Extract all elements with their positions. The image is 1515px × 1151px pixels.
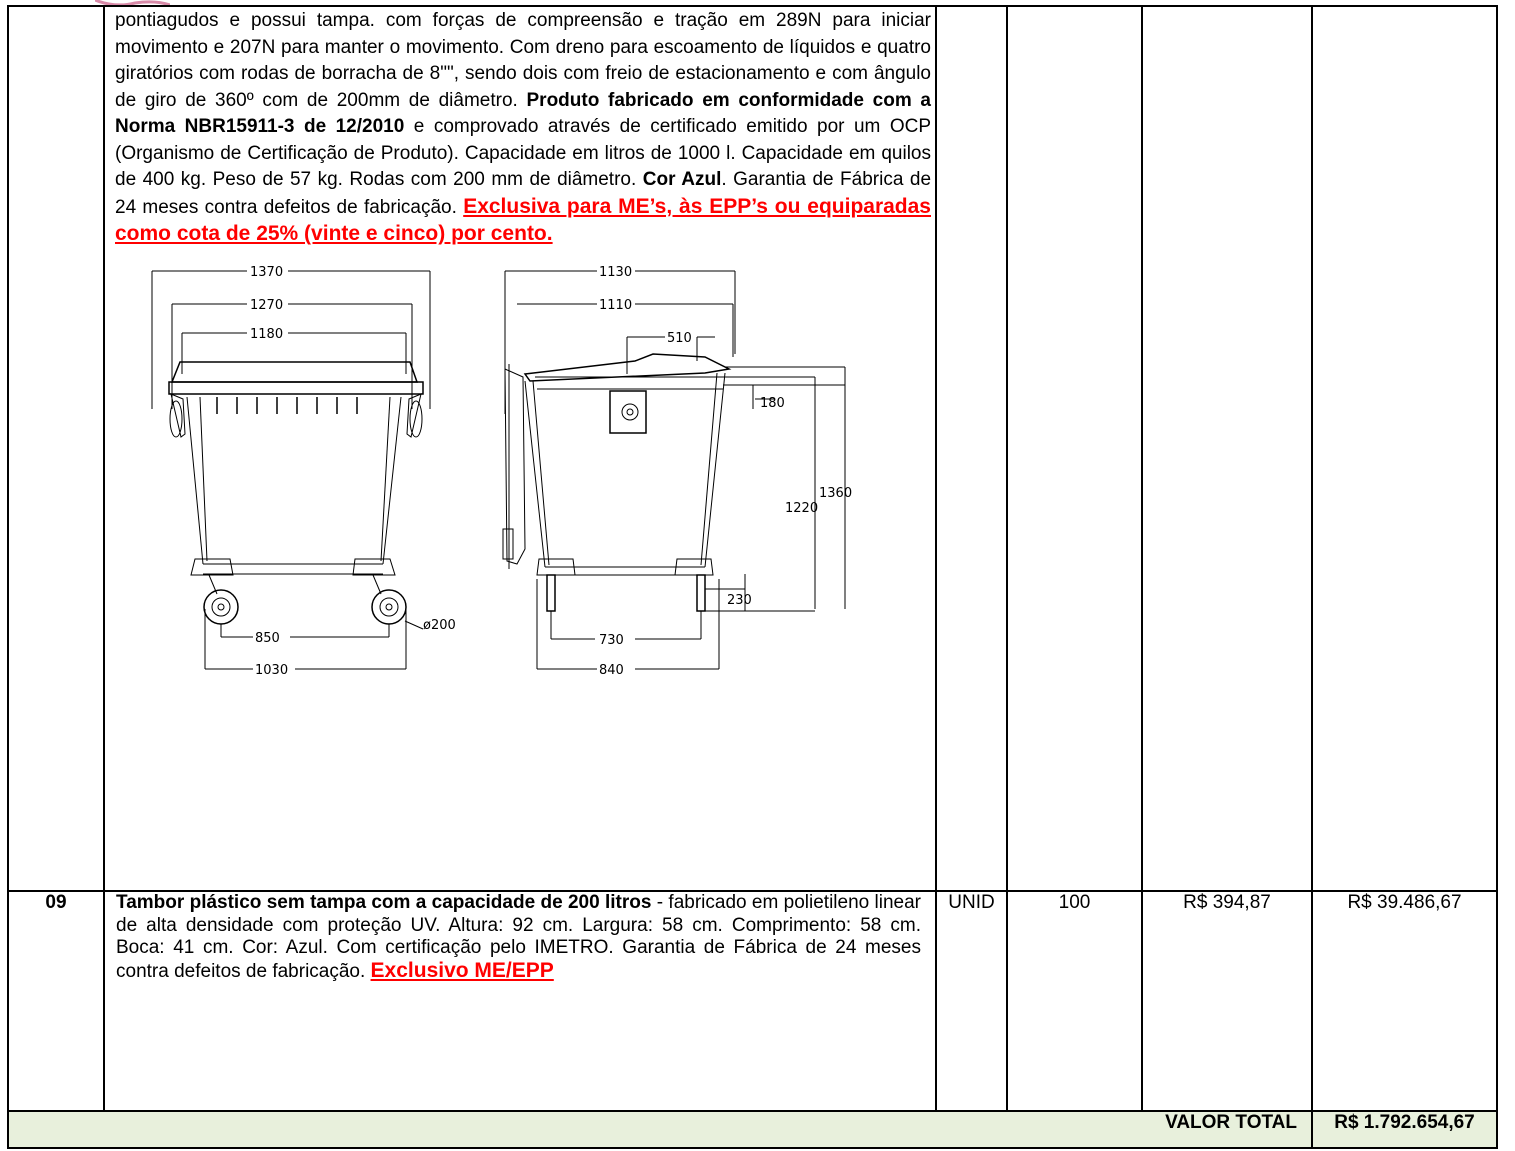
color-text: Cor Azul xyxy=(642,169,722,190)
unit-cell xyxy=(935,5,1008,892)
item-08-description-cell: pontiagudos e possui tampa. com forças d… xyxy=(103,5,937,892)
front-view-drawing: 1370 1270 1180 850 1030 ø200 xyxy=(151,265,456,678)
exclusive-notice: Exclusiva para ME’s, às EPP’s ou equipar… xyxy=(115,194,931,246)
dim-label: 1270 xyxy=(250,298,283,313)
dim-label: 1030 xyxy=(255,663,288,678)
item-09-description: Tambor plástico sem tampa com a capacida… xyxy=(116,892,922,982)
decorative-corner-mark xyxy=(95,0,170,6)
dim-label: ø200 xyxy=(423,618,456,633)
side-view-drawing: 1130 1110 510 180 1220 1360 230 730 840 xyxy=(502,265,852,678)
dim-label: 730 xyxy=(599,633,624,648)
dim-label: 850 xyxy=(255,631,280,646)
table-row-item-08: pontiagudos e possui tampa. com forças d… xyxy=(7,5,1498,892)
unit-price-cell xyxy=(1141,5,1313,892)
quantity-cell xyxy=(1006,5,1143,892)
unit-value: UNID xyxy=(935,890,1008,1112)
container-technical-drawing: 1370 1270 1180 850 1030 ø200 xyxy=(151,265,852,678)
total-price-value: R$ 39.486,67 xyxy=(1311,890,1498,1112)
total-row: VALOR TOTAL R$ 1.792.654,67 xyxy=(7,1110,1498,1149)
dim-label: 510 xyxy=(667,331,692,346)
dim-label: 1110 xyxy=(599,298,632,313)
dim-label: 1180 xyxy=(250,327,283,342)
total-value: R$ 1.792.654,67 xyxy=(1311,1110,1498,1149)
item-number: 09 xyxy=(7,890,105,1112)
quantity-value: 100 xyxy=(1006,890,1143,1112)
dim-label: 230 xyxy=(727,593,752,608)
items-table: pontiagudos e possui tampa. com forças d… xyxy=(7,5,1498,1149)
dim-label: 1360 xyxy=(819,486,852,501)
item-09-title: Tambor plástico sem tampa com a capacida… xyxy=(116,892,652,913)
dim-label: 1370 xyxy=(250,265,283,280)
dim-label: 1130 xyxy=(599,265,632,280)
norm-compliance-text: Produto fabricado em conformidade com a … xyxy=(115,89,931,138)
dim-label: 1220 xyxy=(785,501,818,516)
total-price-cell xyxy=(1311,5,1498,892)
dim-label: 180 xyxy=(760,396,785,411)
item-08-description: pontiagudos e possui tampa. com forças d… xyxy=(115,10,932,246)
item-number-cell xyxy=(7,5,105,892)
table-row-item-09: 09 Tambor plástico sem tampa com a capac… xyxy=(7,890,1498,1112)
total-label: VALOR TOTAL xyxy=(7,1110,1313,1149)
item-09-description-cell: Tambor plástico sem tampa com a capacida… xyxy=(103,890,937,1112)
exclusive-notice: Exclusivo ME/EPP xyxy=(370,958,554,982)
unit-price-value: R$ 394,87 xyxy=(1141,890,1313,1112)
dim-label: 840 xyxy=(599,663,624,678)
